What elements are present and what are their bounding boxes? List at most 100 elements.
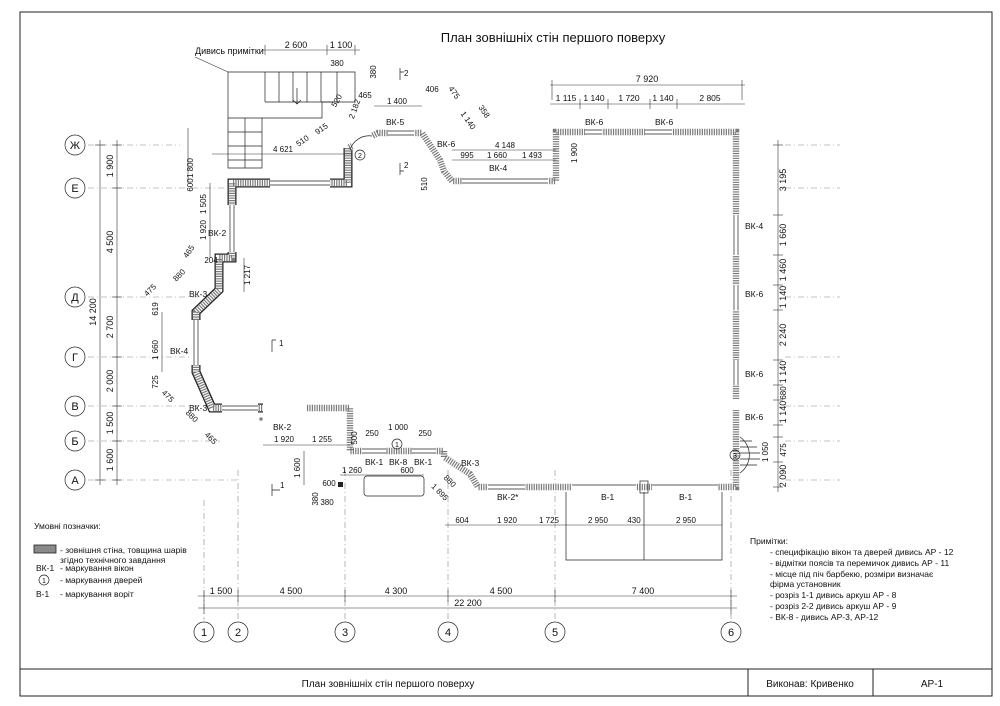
svg-text:1 720: 1 720: [618, 93, 640, 103]
svg-text:250: 250: [418, 429, 432, 438]
svg-text:880: 880: [171, 267, 187, 283]
svg-text:2 182: 2 182: [347, 98, 362, 120]
svg-text:Б: Б: [71, 436, 78, 448]
svg-text:Д: Д: [71, 292, 79, 304]
see-notes-label: Дивись примітки: [195, 46, 264, 56]
svg-text:Ж: Ж: [70, 140, 80, 152]
svg-text:1 140: 1 140: [778, 286, 788, 309]
svg-text:7 920: 7 920: [636, 74, 659, 84]
svg-text:1 505: 1 505: [199, 193, 208, 214]
svg-text:2 600: 2 600: [285, 40, 308, 50]
axis-bubble-6: 6: [720, 621, 742, 643]
label-vk2-star: ВК-2*: [497, 492, 519, 502]
label-vk3-left: ВК-3: [189, 289, 207, 299]
svg-text:2 700: 2 700: [105, 316, 115, 339]
top-dimensions: 2 600 1 100 380 380 7 920 1 115 1 140 1 …: [262, 40, 745, 109]
svg-text:1 800: 1 800: [186, 157, 195, 178]
section-marks: 1 1 2 2: [271, 68, 409, 496]
svg-text:6: 6: [728, 627, 734, 639]
axis-bubble-2: 2: [227, 621, 249, 643]
door-marks: 2 1 3: [354, 149, 741, 461]
svg-text:1 920: 1 920: [497, 516, 518, 525]
svg-text:1 600: 1 600: [105, 449, 115, 472]
label-vk3-bottom: ВК-3: [189, 403, 207, 413]
svg-text:4: 4: [445, 627, 451, 639]
svg-text:475: 475: [779, 443, 788, 457]
svg-text:1 660: 1 660: [487, 151, 508, 160]
svg-text:600: 600: [400, 466, 414, 475]
svg-text:380: 380: [369, 65, 378, 79]
note-5: - розріз 2-2 дивись аркуш АР - 9: [770, 601, 897, 611]
svg-text:1 050: 1 050: [761, 441, 770, 462]
svg-text:1: 1: [201, 627, 207, 639]
svg-text:380: 380: [311, 492, 320, 506]
legend-symbol-door: 1: [42, 578, 46, 585]
svg-text:2: 2: [358, 153, 362, 160]
label-vk4-left: ВК-4: [170, 346, 188, 356]
svg-text:1 900: 1 900: [570, 142, 579, 163]
svg-text:1 140: 1 140: [778, 401, 788, 424]
stamp-author: Виконав: Кривенко: [766, 679, 854, 690]
svg-text:4 621: 4 621: [273, 145, 294, 154]
svg-text:680: 680: [779, 386, 788, 400]
svg-text:430: 430: [627, 516, 641, 525]
svg-text:Г: Г: [72, 352, 78, 364]
label-vk4-top: ВК-4: [489, 163, 507, 173]
left-dimension-chain: 1 900 4 500 2 700 2 000 1 500 1 600 14 2…: [88, 140, 122, 485]
svg-text:2: 2: [404, 69, 409, 78]
svg-text:204: 204: [204, 256, 218, 265]
svg-text:380: 380: [330, 59, 344, 68]
label-vk1-b: ВК-1: [414, 457, 432, 467]
svg-text:4 500: 4 500: [280, 586, 303, 596]
svg-text:1 493: 1 493: [522, 151, 543, 160]
svg-text:1 600: 1 600: [293, 457, 302, 478]
terrace-stairs: [227, 71, 356, 169]
svg-text:520: 520: [330, 92, 345, 109]
svg-text:3 195: 3 195: [778, 169, 788, 192]
axis-bubble-1: 1: [193, 621, 215, 643]
svg-text:510: 510: [420, 177, 429, 191]
svg-text:880: 880: [442, 473, 458, 489]
svg-text:465: 465: [358, 91, 372, 100]
svg-text:4 500: 4 500: [490, 586, 513, 596]
drawing-title: План зовнішніх стін першого поверху: [441, 30, 666, 45]
svg-text:1 460: 1 460: [778, 259, 788, 282]
label-vk6-c: ВК-6: [655, 117, 673, 127]
svg-text:1 500: 1 500: [210, 586, 233, 596]
svg-text:1 660: 1 660: [778, 224, 788, 247]
svg-text:475: 475: [160, 388, 176, 404]
legend-symbol-window: ВК-1: [36, 563, 54, 573]
svg-text:2 950: 2 950: [676, 516, 697, 525]
svg-text:3: 3: [733, 453, 737, 460]
svg-text:358: 358: [477, 104, 492, 121]
axis-bubble-zh: Ж: [64, 134, 86, 156]
bottom-dimension-chain: 1 500 4 500 4 300 4 500 7 400 22 200: [198, 586, 737, 614]
svg-text:250: 250: [365, 429, 379, 438]
svg-text:1: 1: [280, 481, 285, 490]
svg-text:Е: Е: [71, 183, 78, 195]
svg-text:1 140: 1 140: [583, 93, 605, 103]
exterior-walls: [191, 127, 760, 561]
note-3: - місце під піч барбекю, розміри визнача…: [770, 569, 934, 589]
axis-bubble-v: В: [64, 395, 86, 417]
svg-text:4 148: 4 148: [495, 141, 516, 150]
svg-text:475: 475: [142, 282, 158, 298]
svg-text:915: 915: [314, 121, 331, 136]
axis-bubble-g: Г: [64, 346, 86, 368]
window-labels: ВК-5 ВК-6 ВК-6 ВК-6 ВК-4 ВК-2 ВК-3 ВК-4 …: [170, 117, 763, 502]
svg-text:465: 465: [181, 243, 196, 260]
axis-bubble-3: 3: [334, 621, 356, 643]
number-axes: 1 2 3 4 5 6: [193, 470, 742, 643]
axis-bubble-e: Е: [64, 177, 86, 199]
axis-bubble-d: Д: [64, 286, 86, 308]
svg-text:619: 619: [151, 302, 160, 316]
svg-text:1 260: 1 260: [342, 466, 363, 475]
svg-text:1 400: 1 400: [387, 97, 408, 106]
axis-bubble-4: 4: [437, 621, 459, 643]
svg-text:4 300: 4 300: [385, 586, 408, 596]
svg-text:2: 2: [404, 161, 409, 170]
svg-text:1 115: 1 115: [556, 93, 577, 103]
svg-text:5: 5: [552, 627, 558, 639]
